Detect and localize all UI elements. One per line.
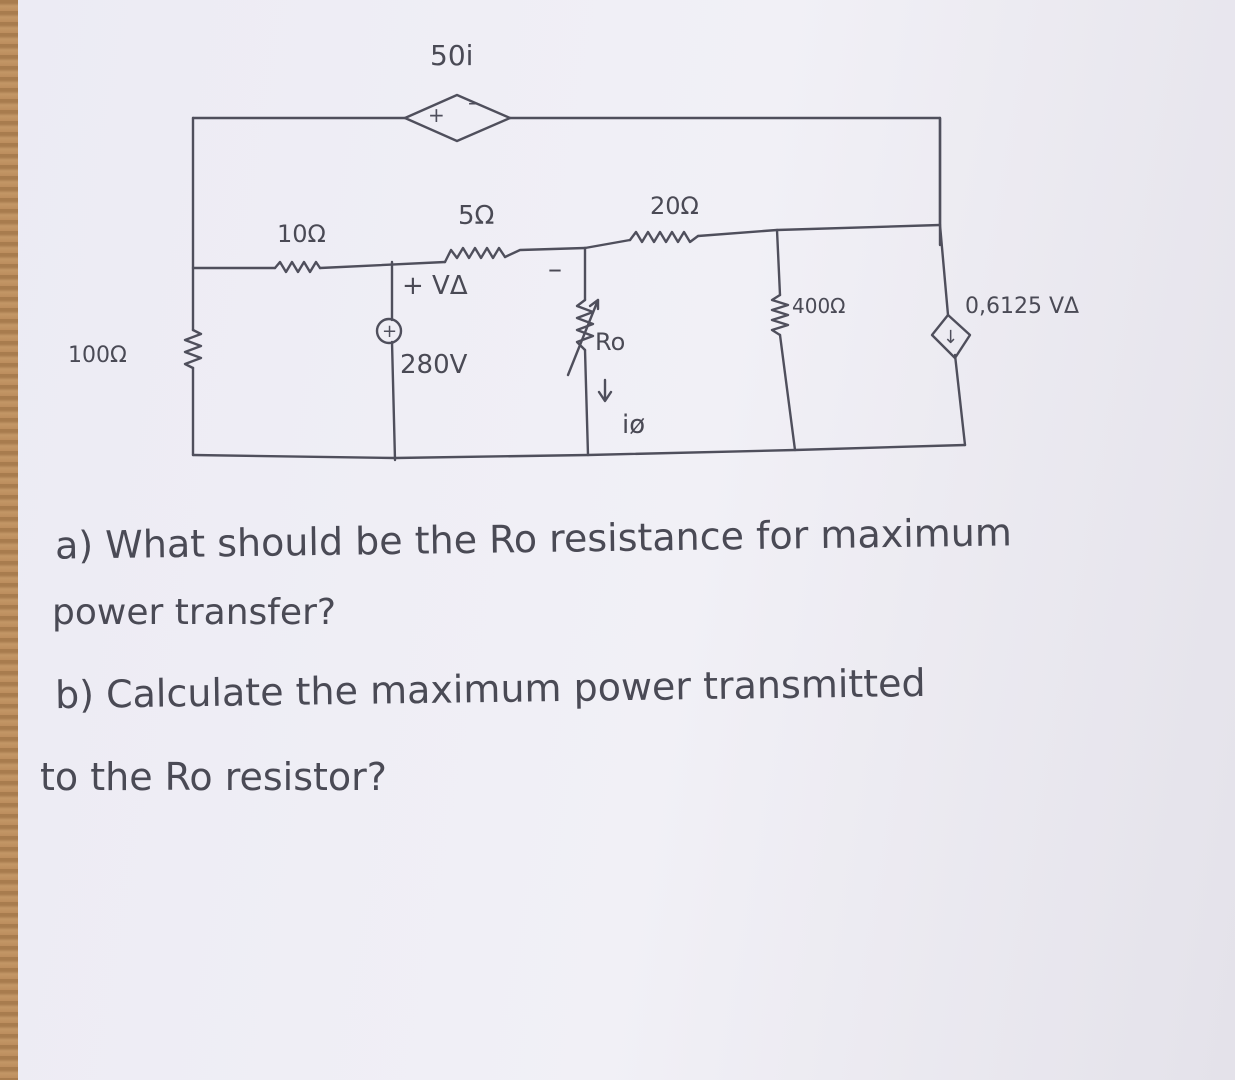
resistor-20-symbol (628, 230, 700, 244)
resistor-20-label: 20Ω (650, 192, 699, 220)
resistor-10-symbol (273, 260, 322, 274)
current-source-down-arrow: ↓ (943, 327, 958, 348)
source-280-label: 280V (400, 350, 468, 380)
voltage-drop-plus-label: + VΔ (402, 271, 468, 301)
wire-node2-to-20 (583, 238, 632, 250)
dependent-current-source-diamond (930, 313, 972, 360)
resistor-400-label: 400Ω (792, 294, 846, 318)
voltage-source-280-circle (375, 317, 403, 345)
dependent-current-source-label: 0,6125 VΔ (965, 294, 1080, 319)
source-280-plus-sign: + (382, 321, 397, 342)
resistor-ro-label: Ro (595, 328, 626, 356)
dependent-voltage-minus: – (468, 91, 479, 116)
resistor-ro-symbol (575, 298, 595, 352)
question-a-line2: power transfer? (52, 592, 336, 633)
dependent-voltage-source-diamond (403, 93, 512, 143)
wire-400-branch (775, 228, 797, 452)
wire-10-to-node (318, 260, 447, 270)
ro-variable-arrow (566, 298, 600, 377)
resistor-100-symbol (183, 328, 203, 370)
resistor-5-symbol (443, 246, 507, 264)
question-b-line1: b) Calculate the maximum power transmitt… (54, 660, 926, 718)
wire-ro-branch (583, 246, 590, 457)
voltage-drop-minus-label: – (548, 252, 562, 285)
wire-280-branch (390, 260, 397, 462)
resistor-10-label: 10Ω (277, 220, 326, 248)
wire-5-to-node2 (503, 246, 587, 259)
question-b-line2: to the Ro resistor? (40, 755, 387, 799)
resistor-5-label: 5Ω (458, 201, 495, 231)
resistor-100-label: 100Ω (68, 343, 127, 368)
current-arrow-io (597, 378, 613, 403)
dependent-voltage-label: 50i (430, 39, 474, 72)
current-io-label: iø (622, 410, 646, 440)
dependent-voltage-plus: + (428, 103, 445, 127)
paper-sheet (18, 0, 1235, 1080)
wire-20-to-right (696, 223, 942, 238)
wire-current-source-branch (938, 223, 967, 447)
bottom-wire (191, 443, 967, 460)
resistor-400-symbol (770, 293, 790, 337)
